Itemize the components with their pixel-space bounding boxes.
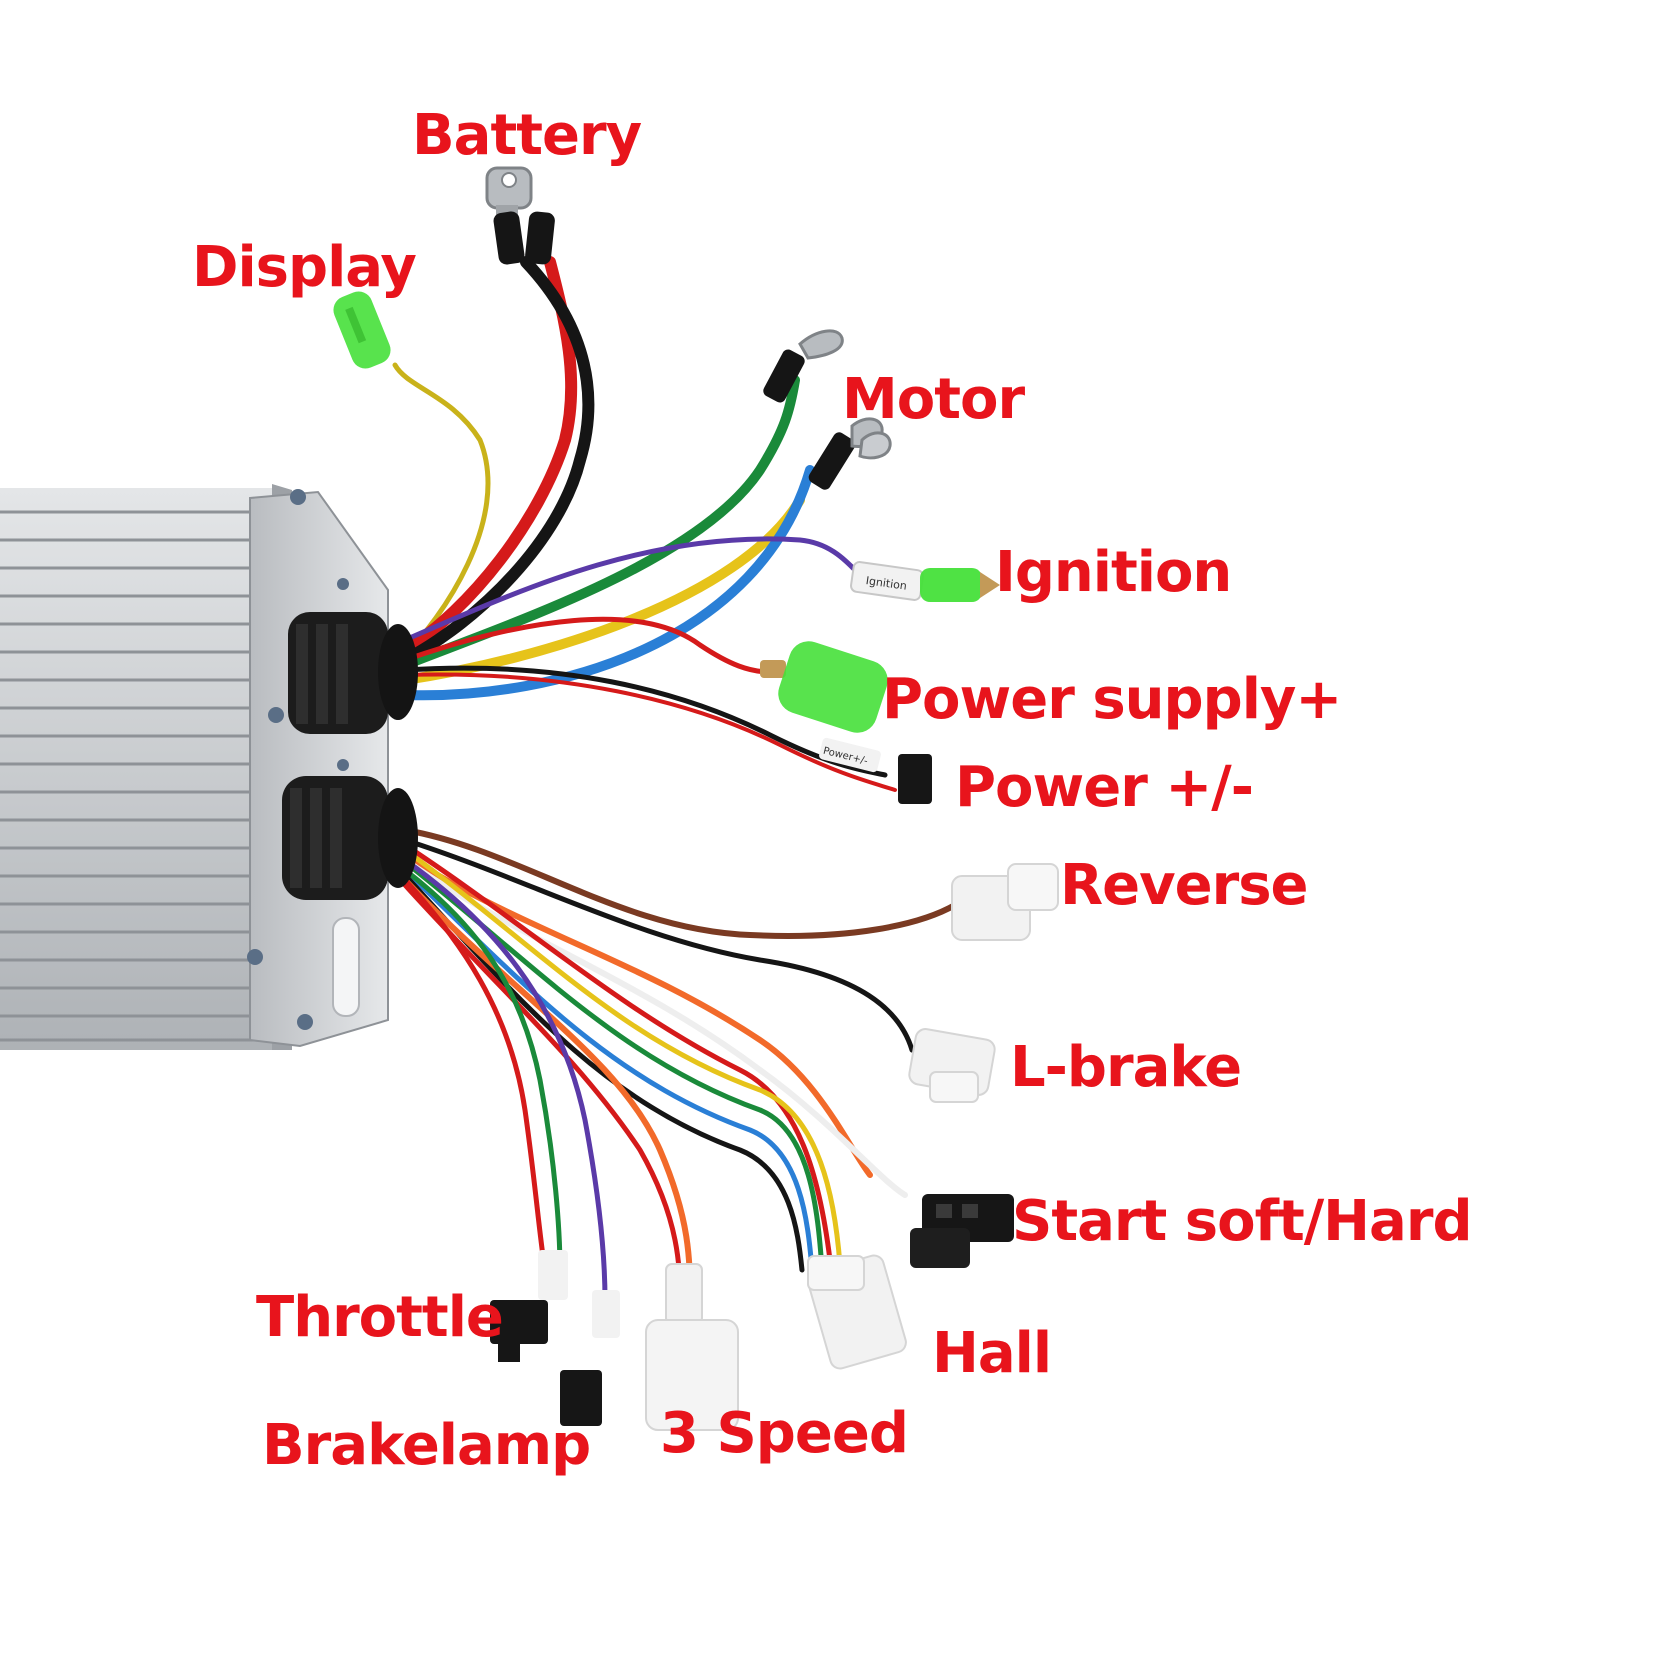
hall-black-wire: [402, 872, 805, 1273]
ignition-connector: Ignition: [850, 561, 1000, 602]
plate-slot: [332, 917, 360, 1017]
lower-wire-bundle: [402, 827, 958, 1303]
label-ignition: Ignition: [995, 540, 1232, 605]
power-supply-connector: [760, 641, 888, 733]
lbrake-connector: [908, 1028, 996, 1103]
throttle-red-wire: [402, 877, 548, 1273]
display-connector: [333, 291, 391, 369]
speed-connector: [645, 1263, 739, 1431]
label-display: Display: [192, 235, 417, 300]
label-3-speed: 3 Speed: [660, 1401, 909, 1466]
lower-cable-gland: [282, 776, 418, 900]
throttle-green-wire: [402, 867, 563, 1273]
motor-green-wire: [400, 375, 800, 670]
ignition-purple-wire: [402, 536, 863, 643]
reverse-brown-wire: [402, 827, 958, 939]
upper-cable-gland: [288, 612, 418, 734]
start-white-wire: [402, 857, 908, 1198]
display-wire: [392, 362, 491, 658]
throttle-connector: [490, 1250, 568, 1362]
mounting-plate: [249, 490, 389, 1048]
lbrake-black-wire: [402, 837, 915, 1053]
hall-blue-wire: [402, 867, 815, 1273]
screw: [247, 949, 263, 965]
screw: [337, 759, 349, 771]
hall-yellow-wire: [402, 847, 843, 1268]
motor-blue-wire: [400, 465, 815, 701]
label-brakelamp: Brakelamp: [262, 1413, 591, 1478]
screw: [268, 707, 284, 723]
screw: [297, 1014, 313, 1030]
motor-terminals: [763, 329, 892, 490]
heatsink-body: [0, 488, 272, 1050]
speed-orange-wire: [402, 877, 693, 1303]
reverse-connector: [951, 863, 1059, 941]
label-hall: Hall: [932, 1321, 1052, 1386]
power-black-wire: [402, 665, 888, 778]
label-power-supply: Power supply+: [882, 667, 1342, 732]
label-start: Start soft/Hard: [1012, 1189, 1473, 1254]
heatsink-fins: [0, 510, 272, 1042]
battery-sleeves: [493, 211, 555, 265]
label-motor: Motor: [842, 367, 1025, 432]
battery-black-wire: [399, 256, 595, 666]
label-battery: Battery: [412, 103, 642, 168]
power-red-wire: [403, 672, 897, 792]
ignition-wire-tag: Ignition: [865, 574, 908, 593]
label-power-pm: Power +/-: [955, 755, 1254, 820]
power-pm-connector: Power+/-: [819, 737, 932, 804]
upper-wire-bundle: [392, 256, 897, 792]
brakelamp-purple-wire: [402, 857, 608, 1303]
label-reverse: Reverse: [1060, 853, 1309, 918]
controller-housing: [0, 484, 389, 1050]
screw: [337, 578, 349, 590]
hall-connector: [807, 1254, 907, 1370]
screw: [290, 489, 306, 505]
brakelamp-connector: [560, 1290, 620, 1426]
label-throttle: Throttle: [256, 1285, 504, 1350]
power-supply-red-wire: [402, 616, 773, 675]
label-l-brake: L-brake: [1010, 1035, 1242, 1100]
battery-red-wire: [399, 256, 578, 656]
hall-red-wire: [402, 842, 833, 1263]
speed-red-wire: [402, 882, 683, 1303]
start-connector: [910, 1194, 1014, 1268]
